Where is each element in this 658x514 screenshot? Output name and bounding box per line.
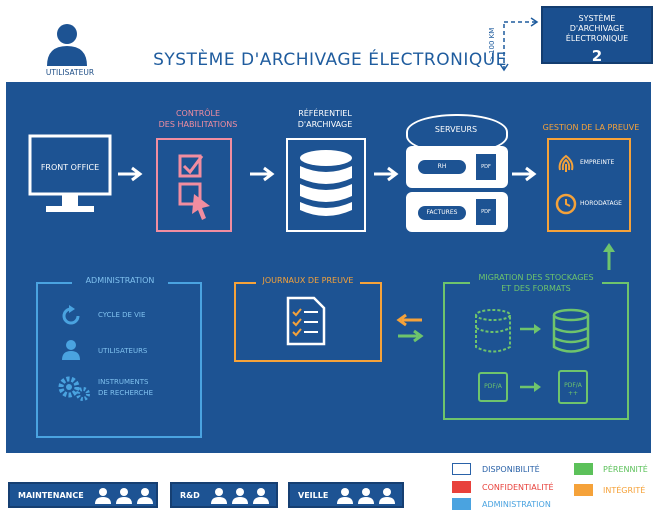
team-maintenance: MAINTENANCE (8, 482, 158, 508)
migration-box (443, 282, 629, 420)
pdfa-old-icon: PDF/A (478, 372, 508, 402)
distance-arrow-icon (499, 17, 539, 72)
team-members-icon (211, 488, 269, 504)
server-pill-factures: FACTURES (418, 206, 466, 220)
migration-line1: MIGRATION DES STOCKAGES (478, 273, 594, 282)
arrow-up-icon (603, 243, 615, 270)
exchange-arrows-icon (396, 313, 424, 343)
server-pill-rh: RH (418, 160, 466, 174)
journaux-label: JOURNAUX DE PREUVE (256, 275, 360, 286)
page-title: SYSTÈME D'ARCHIVAGE ÉLECTRONIQUE (153, 50, 507, 70)
arrow-right-icon (520, 324, 541, 334)
database-old-icon (475, 309, 511, 353)
team-veille: VEILLE (288, 482, 404, 508)
pdfa-new-icon: PDF/A ++ (558, 370, 588, 404)
legend-label-confidentialite: CONFIDENTIALITÉ (482, 483, 554, 492)
legend-label-perennite: PÉRENNITÉ (603, 465, 648, 474)
preuve-box (547, 138, 631, 232)
legend-swatch-perennite (574, 463, 593, 475)
admin-item-utilisateurs: UTILISATEURS (98, 347, 148, 355)
admin-item-instruments: INSTRUMENTS DE RECHERCHE (98, 377, 153, 399)
monitor-icon (28, 134, 112, 212)
database-icon (300, 150, 352, 216)
system-2-line1: SYSTÈME (578, 14, 616, 23)
fingerprint-icon (558, 154, 574, 172)
administration-label: ADMINISTRATION (72, 275, 168, 286)
arrow-right-icon (512, 166, 537, 182)
migration-line2: ET DES FORMATS (501, 284, 571, 293)
team-members-icon (95, 488, 153, 504)
controle-line1: CONTRÔLE (175, 109, 221, 118)
horodatage-label: HORODATAGE (580, 200, 622, 207)
serveurs-label: SERVEURS (434, 125, 478, 134)
controle-box (156, 138, 232, 232)
referentiel-line2: D'ARCHIVAGE (297, 120, 353, 129)
legend-swatch-confidentialite (452, 481, 471, 493)
arrow-right-icon (374, 166, 399, 182)
legend-swatch-administration (452, 498, 471, 510)
referentiel-label: RÉFÉRENTIEL D'ARCHIVAGE (280, 108, 370, 130)
team-rd-label: R&D (180, 491, 200, 500)
arrow-right-icon (118, 166, 143, 182)
system-2-line2: D'ARCHIVAGE ÉLECTRONIQUE (565, 24, 629, 43)
cycle-icon (62, 305, 80, 325)
user-label: UTILISATEUR (45, 68, 95, 77)
referentiel-line1: RÉFÉRENTIEL (298, 109, 352, 118)
arrow-right-icon (250, 166, 275, 182)
database-new-icon (552, 308, 590, 353)
checkbox-cursor-icon (178, 154, 210, 220)
legend-label-administration: ADMINISTRATION (482, 500, 551, 509)
team-veille-label: VEILLE (298, 491, 329, 500)
team-members-icon (337, 488, 395, 504)
user-icon (47, 24, 87, 66)
migration-label: MIGRATION DES STOCKAGES ET DES FORMATS (470, 272, 602, 294)
admin-item-instruments-line1: INSTRUMENTS (98, 378, 149, 386)
system-2-box: SYSTÈME D'ARCHIVAGE ÉLECTRONIQUE 2 (541, 6, 653, 65)
legend-label-integrite: INTÉGRITÉ (603, 486, 646, 495)
admin-item-instruments-line2: DE RECHERCHE (98, 389, 153, 397)
pdf-doc-icon: PDF (476, 199, 496, 225)
controle-label: CONTRÔLE DES HABILITATIONS (148, 108, 248, 130)
preuve-label: GESTION DE LA PREUVE (542, 123, 640, 132)
user-small-icon (62, 340, 80, 360)
legend-label-disponibilite: DISPONIBILITÉ (482, 465, 540, 474)
clock-icon (555, 193, 577, 215)
archive-panel (6, 82, 651, 453)
legend-swatch-disponibilite (452, 463, 471, 475)
pdf-doc-icon: PDF (476, 154, 496, 180)
controle-line2: DES HABILITATIONS (158, 120, 238, 129)
gears-icon (58, 376, 90, 401)
empreinte-label: EMPREINTE (580, 159, 615, 166)
referentiel-box (286, 138, 366, 232)
system-2-number: 2 (591, 47, 603, 65)
admin-item-cycle: CYCLE DE VIE (98, 311, 146, 319)
front-office-label: FRONT OFFICE (40, 163, 100, 172)
document-checklist-icon (286, 296, 326, 346)
distance-label: > 100 KM (488, 27, 496, 62)
team-rd: R&D (170, 482, 278, 508)
team-maintenance-label: MAINTENANCE (18, 491, 84, 500)
arrow-right-icon (520, 382, 541, 392)
legend-swatch-integrite (574, 484, 593, 496)
